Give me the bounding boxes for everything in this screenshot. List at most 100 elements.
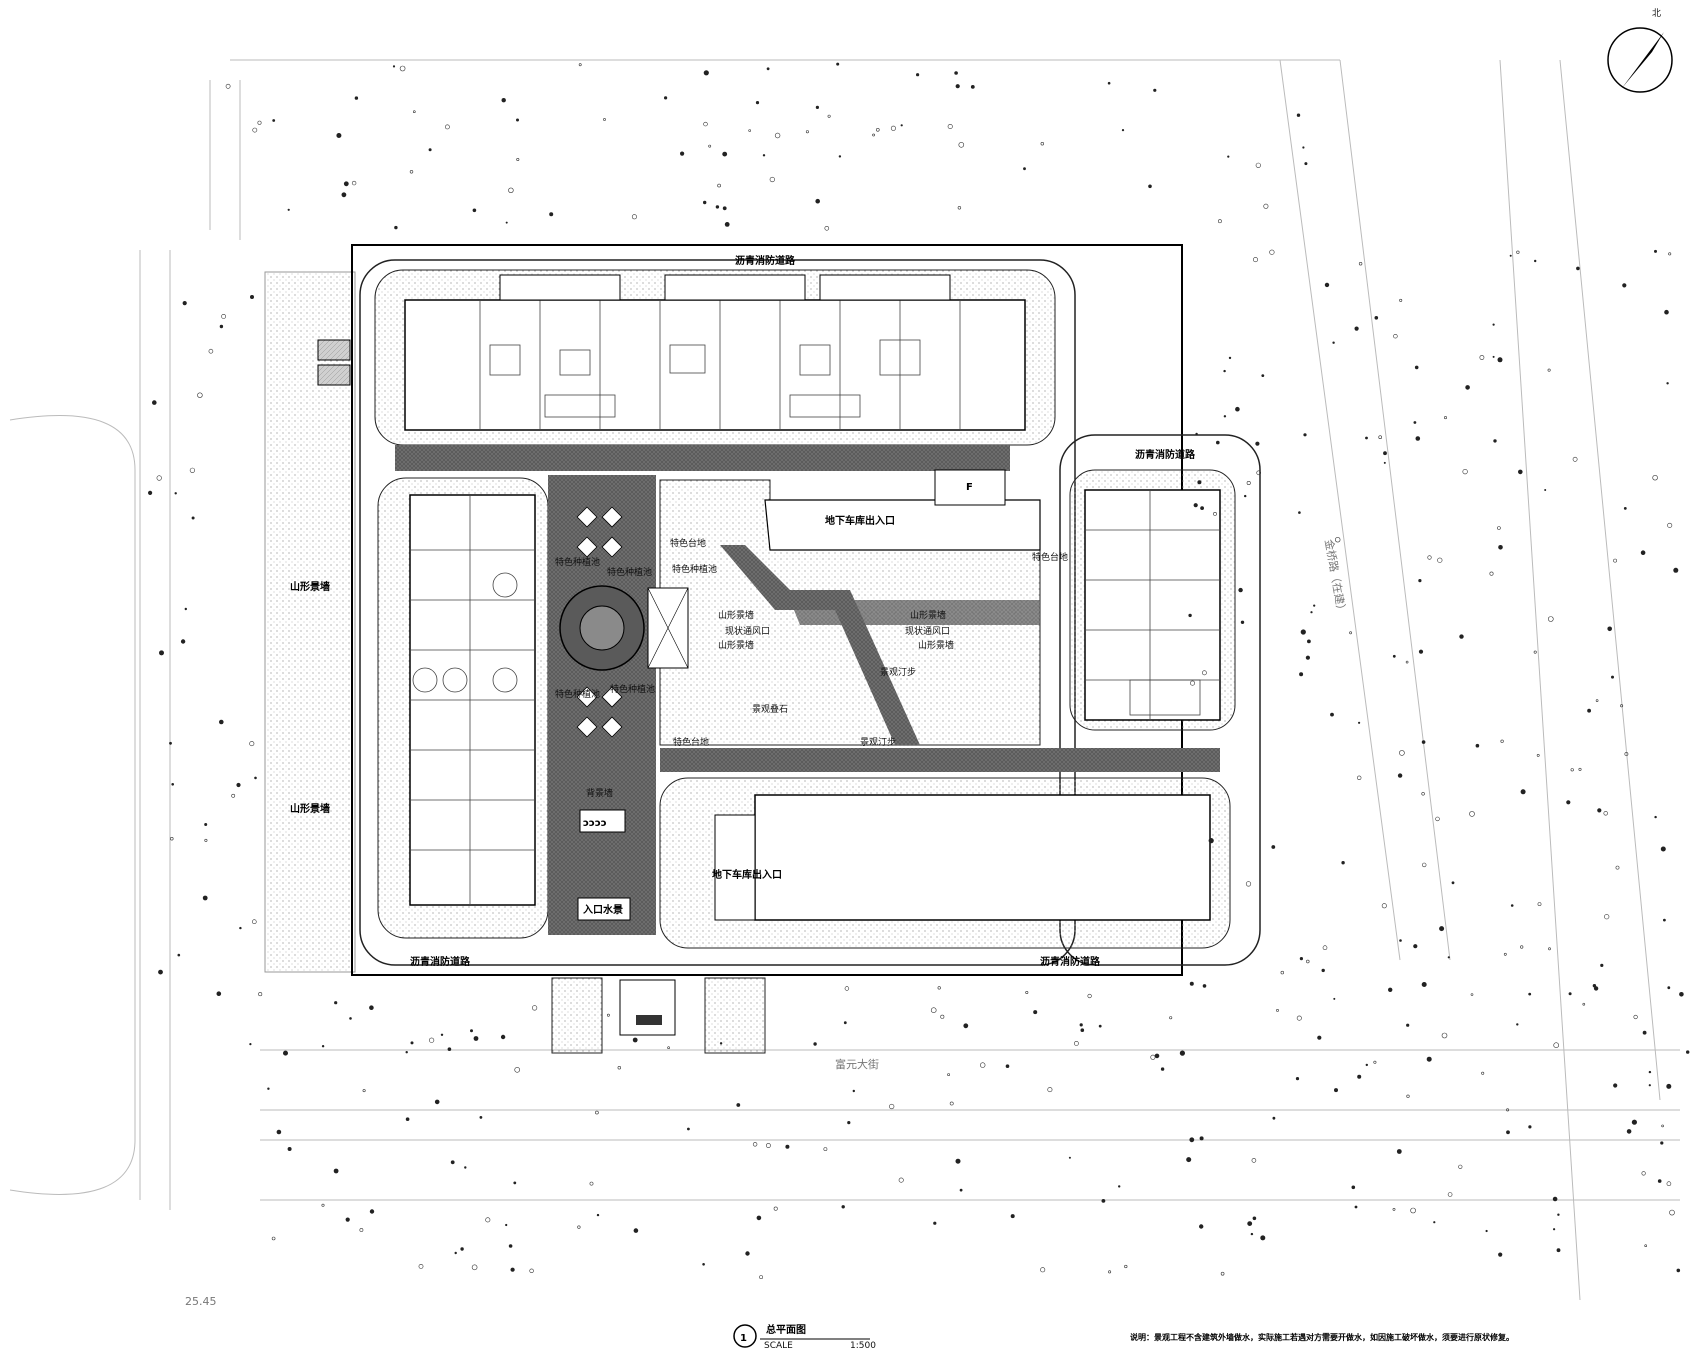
tree-symbol [1263, 203, 1269, 209]
tree-symbol [1421, 740, 1426, 744]
tree-symbol [1087, 993, 1092, 999]
tree-symbol [1261, 374, 1265, 377]
tree-symbol [872, 133, 876, 137]
tree-symbol [1381, 903, 1387, 909]
tree-symbol [1427, 555, 1432, 560]
tree-symbol [1190, 680, 1196, 686]
vent-2-label: 现状通风口 [905, 625, 950, 637]
tree-symbol [1578, 767, 1582, 771]
tree-symbol [1666, 382, 1669, 385]
tree-symbol [1200, 506, 1204, 510]
tree-symbol [955, 1158, 961, 1164]
tree-symbol [1506, 1130, 1510, 1135]
tree-symbol [1570, 768, 1574, 772]
tree-symbol [815, 198, 820, 204]
garage-north-label: 地下车库出入口 [825, 514, 895, 527]
south-gate-planter-right [704, 977, 766, 1054]
tree-symbol [1624, 752, 1629, 756]
tree-symbol [1667, 986, 1671, 990]
tree-symbol [1356, 775, 1362, 780]
tree-symbol [722, 206, 727, 211]
tree-symbol [1509, 254, 1512, 257]
tree-symbol [1186, 1157, 1192, 1163]
tree-symbol [1631, 1119, 1637, 1125]
tree-symbol [963, 1023, 969, 1029]
tree-symbol [272, 119, 276, 122]
tree-symbol [1439, 926, 1445, 932]
tree-symbol [362, 1089, 366, 1093]
tree-symbol [1406, 1094, 1410, 1098]
tree-symbol [1458, 1164, 1463, 1169]
tree-symbol [1252, 1216, 1257, 1221]
tree-symbol [759, 1275, 764, 1280]
tree-symbol [1272, 1116, 1276, 1120]
tree-symbol [1330, 712, 1334, 717]
west-building [377, 477, 549, 939]
garage-south-label: 地下车库出入口 [712, 868, 782, 881]
tree-symbol [785, 1144, 790, 1149]
tree-symbol [267, 1087, 270, 1090]
tree-symbol [336, 133, 342, 138]
street-1-label: 富元大街 [835, 1057, 879, 1071]
tree-symbol [664, 96, 668, 100]
tree-symbol [979, 1062, 986, 1068]
tree-symbol [589, 1181, 594, 1186]
tree-symbol [254, 776, 257, 780]
tree-symbol [470, 1029, 473, 1033]
paving-band-south [660, 748, 1220, 772]
vent-1-label: 现状通风口 [725, 625, 770, 637]
tree-symbol [1199, 1136, 1204, 1141]
tree-symbol [1098, 1024, 1102, 1028]
tree-symbol [1492, 355, 1495, 358]
tree-symbol [1421, 982, 1427, 987]
tree-symbol [250, 295, 254, 299]
tree-symbol [1153, 88, 1157, 92]
tree-symbol [1256, 470, 1261, 476]
tree-symbol [1357, 1074, 1362, 1079]
scale-value: 1:500 [850, 1341, 876, 1351]
tree-symbol [159, 650, 164, 656]
tree-symbol [1101, 1199, 1106, 1203]
tree-symbol [1189, 981, 1194, 986]
tree-symbol [1269, 249, 1275, 255]
tree-symbol [1603, 811, 1608, 816]
tree-symbol [1418, 579, 1422, 583]
tree-symbol [204, 823, 208, 826]
tree-symbol [1648, 1084, 1651, 1087]
tree-symbol [1652, 475, 1658, 481]
scale-label: SCALE [764, 1341, 793, 1351]
feature-planter-1-label: 特色种植池 [555, 556, 600, 568]
mountain-wall-1-label: 山形景墙 [290, 580, 330, 593]
tree-symbol [957, 206, 962, 210]
tree-symbol [479, 1116, 483, 1119]
tree-symbol [1306, 959, 1310, 964]
tree-symbol [955, 84, 960, 89]
tree-symbol [1592, 984, 1597, 988]
tree-symbol [549, 212, 554, 217]
tree-symbol [1470, 993, 1474, 996]
tree-symbol [148, 490, 153, 495]
tree-symbol [405, 1051, 408, 1054]
tree-symbol [1582, 1002, 1586, 1006]
tree-symbol [1354, 326, 1359, 331]
tree-symbol [1392, 1208, 1396, 1211]
tree-symbol [1303, 433, 1307, 437]
tree-symbol [359, 1228, 364, 1232]
tree-symbol [1334, 536, 1341, 543]
tree-symbol [500, 1034, 506, 1040]
tree-symbol [1378, 435, 1382, 440]
tree-symbol [444, 124, 450, 130]
tree-symbol [933, 1221, 937, 1225]
tree-symbol [394, 225, 398, 230]
tree-symbol [667, 1046, 670, 1049]
tree-symbol [1462, 469, 1468, 475]
tree-symbol [184, 607, 187, 611]
tree-symbol [1537, 902, 1542, 907]
tree-symbol [1421, 792, 1425, 796]
tree-symbol [959, 1188, 963, 1192]
tree-symbol [1663, 918, 1666, 922]
tree-symbol [354, 96, 359, 100]
tree-symbol [219, 324, 224, 329]
tree-symbol [529, 1268, 534, 1274]
tree-symbol [930, 1007, 937, 1014]
